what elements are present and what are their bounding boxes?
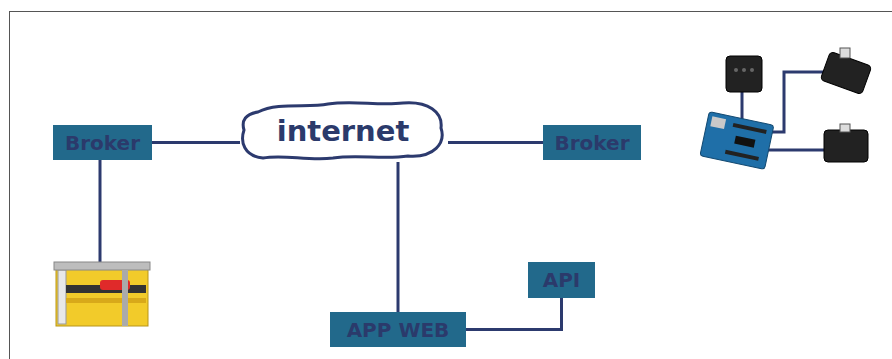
- broker-box: Broker: [53, 125, 152, 160]
- gate-model: [54, 262, 150, 326]
- node-label: internet: [277, 114, 410, 148]
- node-label: API: [543, 268, 581, 292]
- wire: [768, 72, 824, 132]
- node-label: APP WEB: [347, 318, 450, 342]
- node-label: Broker: [65, 131, 140, 155]
- connector-line: [397, 162, 400, 312]
- connector-line: [466, 298, 562, 330]
- wire: [741, 92, 744, 120]
- connector-line: [152, 141, 240, 144]
- internet-cloud: internet: [238, 98, 448, 164]
- node-label: Broker: [554, 131, 629, 155]
- connector-line: [448, 141, 545, 144]
- app-box: APP WEB: [330, 312, 466, 347]
- arduino-board: [700, 112, 774, 170]
- wire: [99, 160, 102, 272]
- api-box: API: [528, 262, 595, 298]
- sensor: [726, 48, 872, 162]
- broker-box: Broker: [543, 125, 641, 160]
- wire: [768, 149, 824, 152]
